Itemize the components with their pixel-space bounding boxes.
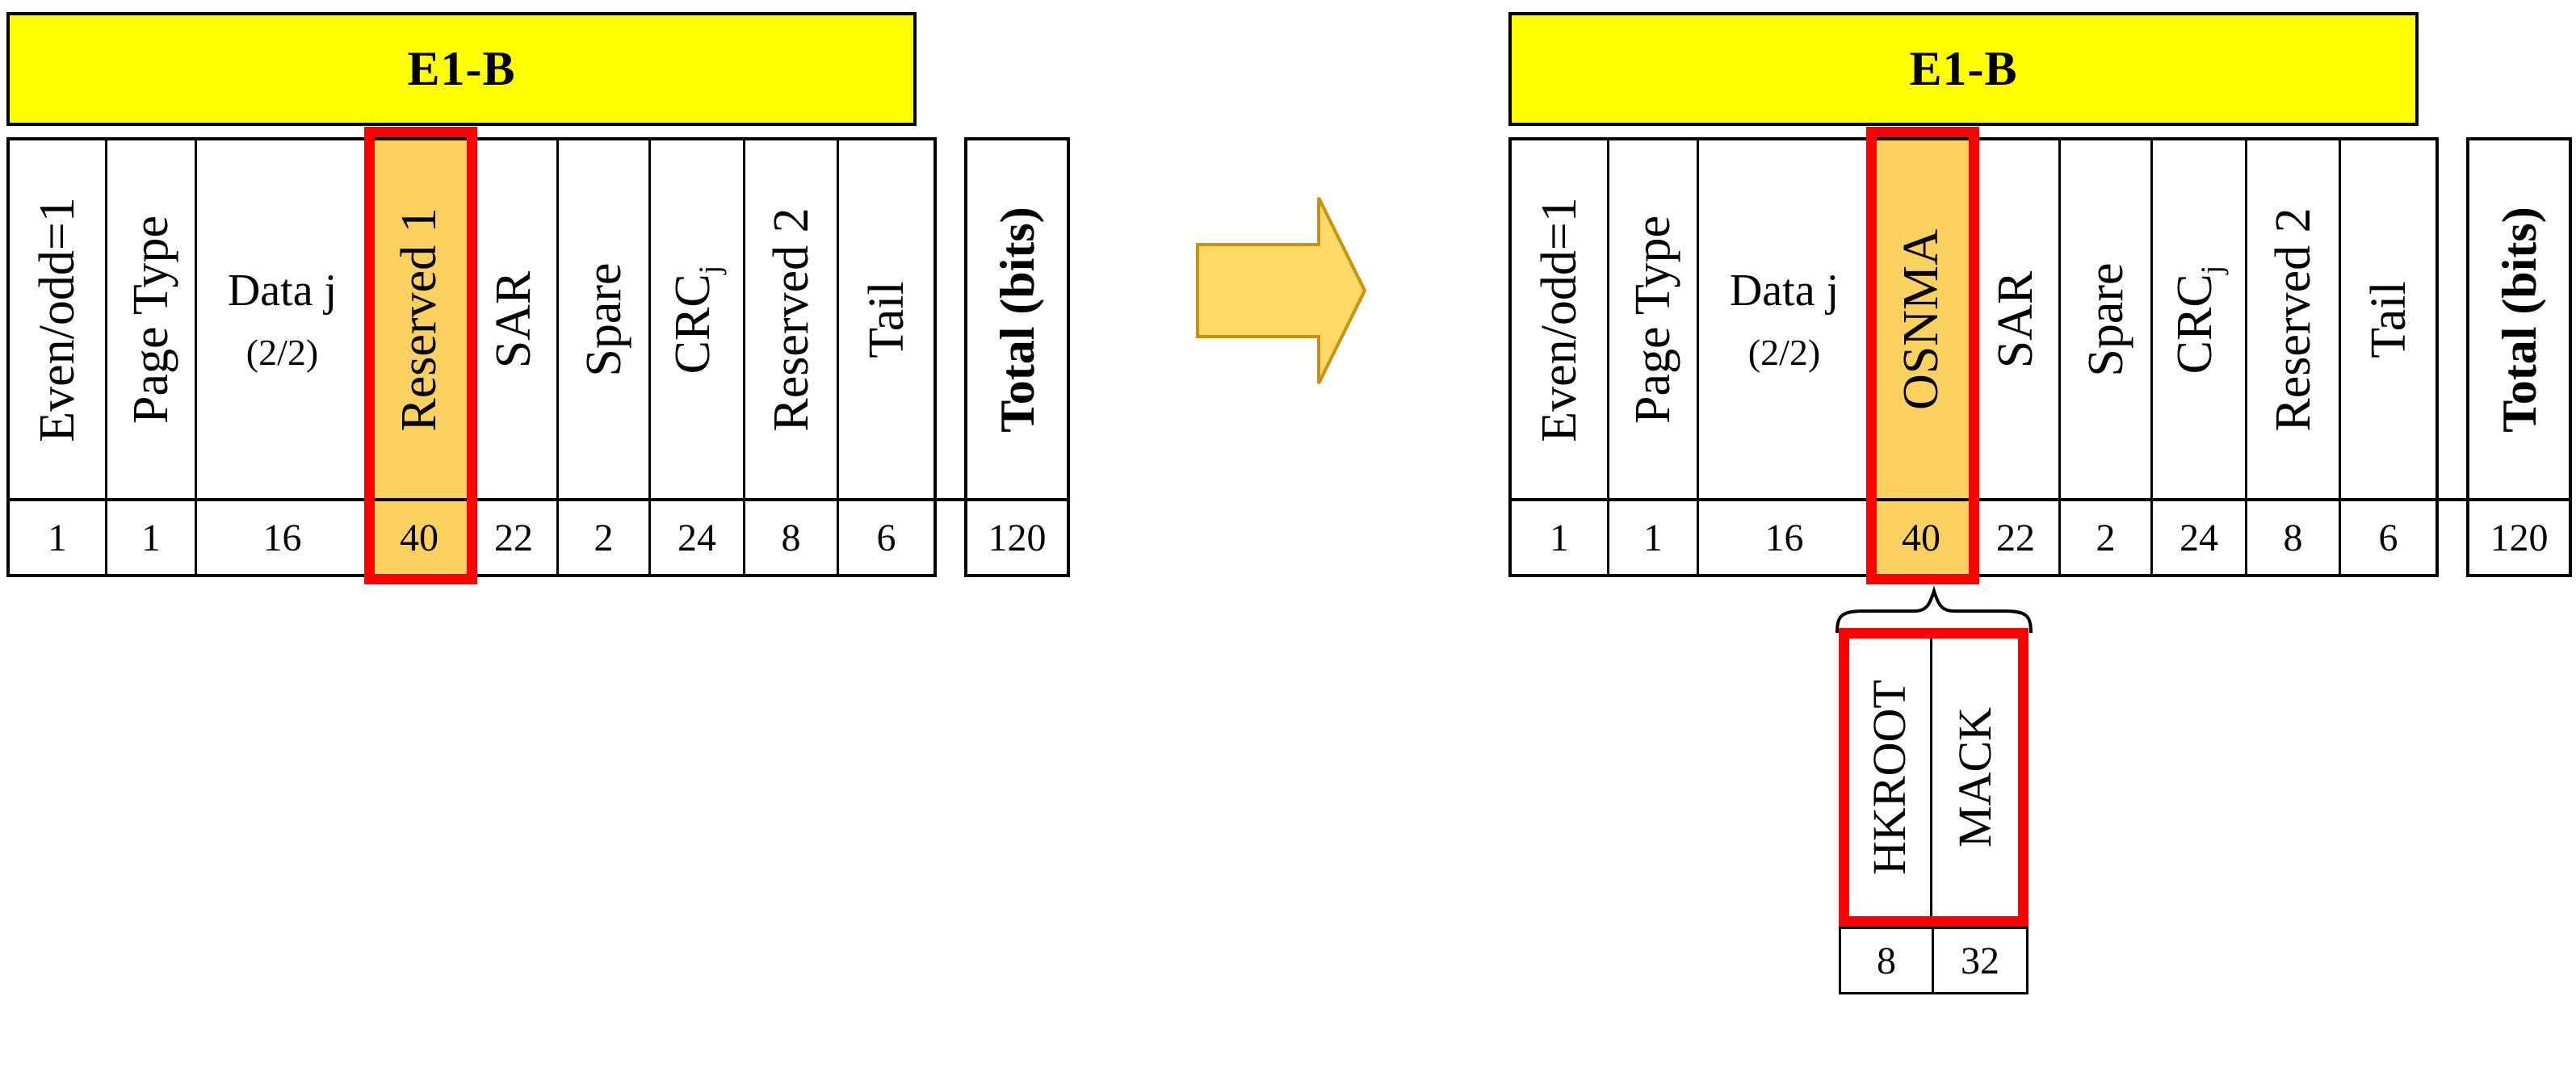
column-label-cell-reserved2: Reserved 2: [2247, 140, 2341, 501]
column-sublabel: (2/2): [1747, 331, 1821, 373]
osnma-breakdown-table: HKROOT MACK: [1839, 628, 2028, 927]
crc-subscript: j: [2195, 265, 2230, 274]
osnma-breakdown-values: 8 32: [1839, 927, 2028, 994]
column-label-cell-spare: Spare: [2061, 140, 2153, 501]
column-label: Tail: [2360, 280, 2416, 358]
column-label-cell-data-j: Data j (2/2): [1699, 140, 1872, 501]
bit-count-cell: 22: [1973, 501, 2061, 574]
column-label: Data j: [1729, 265, 1840, 316]
brace-icon: [1836, 585, 2033, 634]
column-label-cell-crc: CRCj: [651, 140, 745, 501]
column-label: SAR: [1988, 270, 2043, 368]
column-label: Page Type: [124, 215, 178, 424]
total-bits-box: Total (bits) 120: [964, 137, 1070, 577]
signal-header: E1-B: [6, 12, 917, 126]
bit-count-cell: 2: [2061, 501, 2153, 574]
signal-header-label: E1-B: [407, 42, 516, 95]
column-label-cell-even-odd: Even/odd=1: [1512, 140, 1609, 501]
breakdown-label-cell-mack: MACK: [1932, 638, 2018, 916]
bit-count-cell-highlighted: 40: [370, 501, 471, 574]
total-label-cell: Total (bits): [967, 140, 1067, 501]
column-label: Reserved 2: [2265, 207, 2321, 432]
breakdown-value-cell: 32: [1961, 939, 1999, 982]
column-label: Spare: [2078, 262, 2133, 377]
bit-count-cell: 16: [197, 501, 370, 574]
total-value-cell: 120: [988, 516, 1047, 559]
column-label-cell-page-type: Page Type: [1609, 140, 1699, 501]
column-label: Reserved 2: [763, 207, 819, 432]
bit-count-cell: 1: [1609, 501, 1699, 574]
column-label-cell-data-j: Data j (2/2): [197, 140, 370, 501]
bit-count-cell: 24: [2153, 501, 2247, 574]
total-bits-box: Total (bits) 120: [2466, 137, 2572, 577]
column-label-cell-osnma: OSNMA: [1872, 140, 1973, 501]
bit-count-cell: 22: [471, 501, 559, 574]
bit-count-cell: 2: [559, 501, 651, 574]
total-value-cell: 120: [2490, 516, 2549, 559]
column-label-cell-sar: SAR: [471, 140, 559, 501]
transform-arrow-icon: [1196, 197, 1367, 384]
column-sublabel: (2/2): [245, 331, 319, 373]
breakdown-value-cell: 8: [1841, 929, 1934, 992]
column-label: Data j: [227, 265, 338, 316]
bit-count-cell: 24: [651, 501, 745, 574]
signal-header: E1-B: [1508, 12, 2419, 126]
column-label-cell-even-odd: Even/odd=1: [10, 140, 107, 501]
column-label: Even/odd=1: [1532, 196, 1587, 442]
signal-header-label: E1-B: [1909, 42, 2018, 95]
column-label: Page Type: [1626, 215, 1680, 424]
data-j-field: Data j (2/2): [197, 140, 367, 498]
row-divider-connector: [2439, 498, 2466, 501]
total-label: Total (bits): [2492, 206, 2546, 433]
crc-subscript: j: [693, 265, 728, 274]
column-label: Spare: [576, 262, 631, 377]
row-divider-connector: [937, 498, 964, 501]
bit-count-cell-highlighted: 40: [1872, 501, 1973, 574]
column-label: CRCj: [665, 265, 728, 374]
page-fields-table: Even/odd=1 Page Type Data j (2/2) Reserv…: [6, 137, 937, 577]
column-label-cell-spare: Spare: [559, 140, 651, 501]
bit-count-cell: 6: [2378, 516, 2398, 559]
column-label-cell-tail: Tail: [839, 140, 933, 501]
breakdown-label: HKROOT: [1863, 680, 1915, 875]
page-fields-table: Even/odd=1 Page Type Data j (2/2) OSNMA …: [1508, 137, 2439, 577]
total-label-cell: Total (bits): [2469, 140, 2569, 501]
bit-count-cell: 6: [876, 516, 896, 559]
column-label-cell-tail: Tail: [2341, 140, 2435, 501]
e1b-diagram-before: E1-B Even/odd=1 Page Type Data j (2/2) R…: [6, 0, 1074, 1076]
breakdown-label-cell-hkroot: HKROOT: [1849, 638, 1932, 916]
bit-count-cell: 8: [2247, 501, 2341, 574]
data-j-field: Data j (2/2): [1699, 140, 1869, 498]
bit-count-cell: 8: [745, 501, 839, 574]
column-label-cell-reserved2: Reserved 2: [745, 140, 839, 501]
column-label: CRCj: [2167, 265, 2230, 374]
bit-count-cell: 1: [10, 501, 107, 574]
column-label: Even/odd=1: [30, 196, 85, 442]
column-label-cell-page-type: Page Type: [107, 140, 197, 501]
column-label-cell-sar: SAR: [1973, 140, 2061, 501]
column-label: Reserved 1: [392, 207, 447, 432]
e1b-diagram-after: E1-B Even/odd=1 Page Type Data j (2/2) O…: [1508, 0, 2576, 1076]
column-label: SAR: [486, 270, 541, 368]
bit-count-cell: 1: [107, 501, 197, 574]
total-label: Total (bits): [990, 206, 1044, 433]
column-label: OSNMA: [1894, 228, 1949, 410]
column-label-cell-crc: CRCj: [2153, 140, 2247, 501]
column-label: Tail: [858, 280, 914, 358]
column-label-cell-reserved1: Reserved 1: [370, 140, 471, 501]
breakdown-label: MACK: [1949, 706, 2001, 848]
bit-count-cell: 16: [1699, 501, 1872, 574]
bit-count-cell: 1: [1512, 501, 1609, 574]
